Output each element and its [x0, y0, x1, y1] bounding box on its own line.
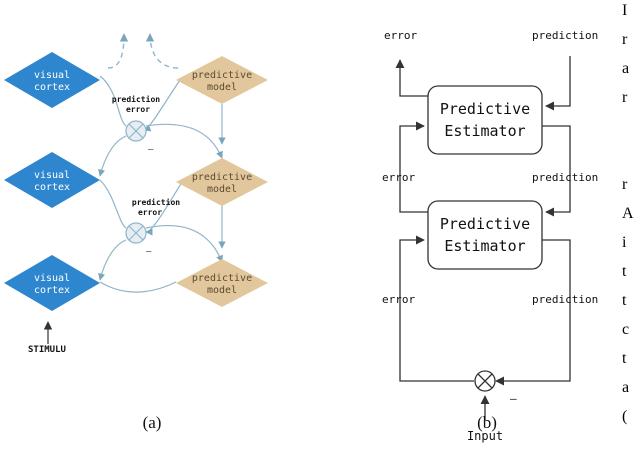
visual-cortex-label-2a: visual	[34, 170, 70, 181]
side-text-line: c	[622, 321, 630, 338]
edge-comparator1-to-model2	[145, 123, 223, 159]
edge-cortex1-to-comparator1	[99, 75, 127, 127]
side-text-line: t	[622, 350, 627, 367]
side-text-line: r	[622, 31, 628, 48]
prediction-in-top	[545, 56, 571, 111]
panel-b	[395, 56, 571, 420]
estimator-2-line1: Predictive	[440, 215, 530, 233]
side-text-line: t	[622, 292, 627, 309]
input-label: Input	[467, 429, 503, 443]
error-out-top	[395, 59, 428, 97]
estimator-1-line2: Estimator	[444, 122, 525, 140]
visual-cortex-label-3b: cortex	[34, 285, 70, 296]
prediction-error-label-1b: error	[126, 105, 150, 114]
predictive-estimator-box-2	[427, 200, 543, 270]
prediction-label-bot: prediction	[532, 293, 598, 306]
edge-cortex2-to-comparator2	[99, 179, 127, 229]
predictive-model-label-1a: predictive	[192, 70, 252, 81]
error-mid-up	[399, 121, 428, 213]
side-text-line: (	[622, 408, 628, 425]
estimator-2-line2: Estimator	[444, 237, 525, 255]
error-label-mid: error	[382, 171, 415, 184]
prediction-label-mid: prediction	[532, 171, 598, 184]
edge-comparator2-to-model3	[145, 224, 223, 263]
estimator-1-line1: Predictive	[440, 100, 530, 118]
visual-cortex-node-2	[4, 152, 100, 208]
prediction-mid-down	[542, 125, 571, 217]
comparator-2	[125, 222, 147, 244]
error-label-top: error	[384, 29, 417, 42]
stimulus-label: STIMULU	[28, 345, 66, 355]
predictive-model-label-3a: predictive	[192, 273, 252, 284]
predictive-model-label-1b: model	[207, 82, 237, 93]
edge-cortex3-to-model3	[99, 281, 177, 293]
minus-sign-b: –	[510, 392, 517, 405]
error-bot-up	[399, 235, 474, 382]
comparator-b	[474, 370, 496, 392]
comparator-1	[125, 120, 147, 142]
side-text-line: r	[622, 176, 628, 193]
error-label-bot: error	[382, 293, 415, 306]
caption-b: (b)	[477, 413, 497, 432]
visual-cortex-node-3	[4, 255, 100, 311]
prediction-bot-down	[495, 239, 571, 386]
panel-b-text: error prediction error prediction error …	[382, 29, 598, 443]
predictive-estimator-box-1	[427, 85, 543, 155]
visual-cortex-label-1b: cortex	[34, 82, 70, 93]
predictive-model-label-2b: model	[207, 184, 237, 195]
prediction-error-label-2a: prediction	[132, 197, 180, 207]
prediction-label-top: prediction	[532, 29, 598, 42]
visual-cortex-node-1	[4, 52, 100, 108]
visual-cortex-label-3a: visual	[34, 273, 70, 284]
predictive-model-label-2a: predictive	[192, 172, 252, 183]
predictive-model-node-3	[176, 259, 268, 307]
edge-comparator2-to-cortex3	[98, 239, 127, 281]
side-text-line: a	[622, 379, 630, 396]
visual-cortex-label-2b: cortex	[34, 182, 70, 193]
side-text-line: A	[622, 205, 634, 222]
dashed-arrow-right	[145, 33, 179, 69]
minus-sign-a1: –	[148, 145, 154, 155]
caption-a: (a)	[143, 413, 162, 432]
panel-a: visual cortex visual cortex visual corte…	[4, 33, 268, 432]
side-text-line: a	[622, 60, 630, 77]
visual-cortex-label-1a: visual	[34, 70, 70, 81]
prediction-error-label-1a: prediction	[112, 94, 160, 104]
minus-sign-a2: –	[146, 247, 152, 257]
predictive-model-label-3b: model	[207, 285, 237, 296]
side-text-line: r	[622, 89, 628, 106]
prediction-error-label-2b: error	[138, 208, 162, 217]
edge-model2-to-comparator2	[145, 181, 183, 236]
side-text-line	[622, 118, 640, 147]
side-text-column: I r a r r A i t t c t a (	[622, 2, 640, 437]
edge-comparator1-to-cortex2	[98, 135, 127, 177]
side-text-line	[622, 147, 640, 176]
predictive-model-node-1	[176, 56, 268, 104]
dashed-arrow-left	[107, 33, 129, 69]
side-text-line: I	[622, 2, 628, 19]
side-text-line: i	[622, 234, 627, 251]
predictive-model-node-2	[176, 158, 268, 206]
side-text-line: t	[622, 263, 627, 280]
